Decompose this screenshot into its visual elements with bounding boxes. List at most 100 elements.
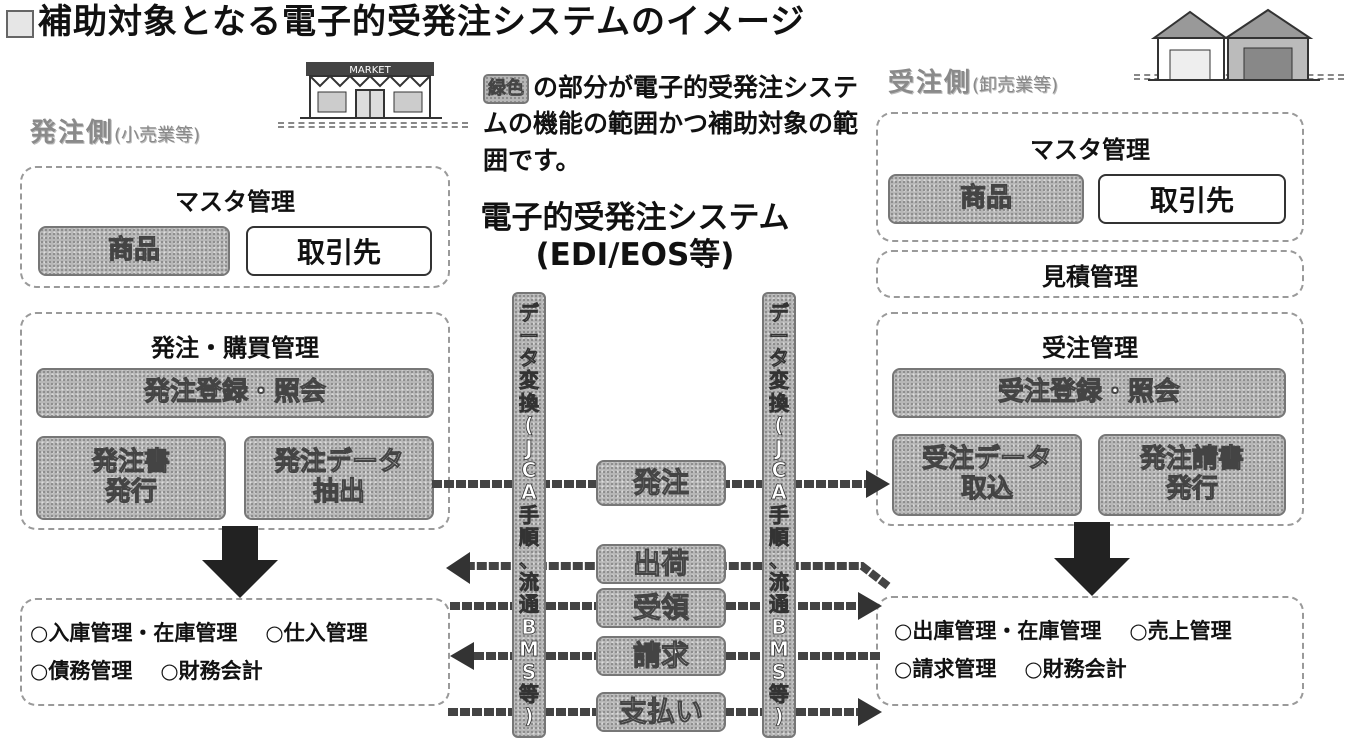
left-side-sub: (小売業等) bbox=[114, 125, 201, 146]
conversion-char: 、 bbox=[769, 547, 790, 572]
conversion-char: ー bbox=[769, 323, 790, 348]
conversion-char: 通 bbox=[519, 592, 540, 617]
right-product-box: 商品 bbox=[888, 174, 1084, 224]
conversion-char: ( bbox=[774, 413, 784, 438]
right-order-panel: 受注管理 受注登録・照会 受注データ 取込 発注請書 発行 bbox=[876, 312, 1304, 526]
list-item: ○売上管理 bbox=[1129, 619, 1232, 643]
title-square-icon bbox=[6, 9, 34, 38]
legend-chip: 緑色 bbox=[483, 73, 529, 105]
left-side-name: 発注側 bbox=[30, 118, 115, 148]
conversion-char: C bbox=[771, 458, 787, 483]
conversion-char: ) bbox=[524, 704, 534, 729]
right-import-box: 受注データ 取込 bbox=[892, 434, 1082, 516]
conversion-char: 流 bbox=[769, 569, 790, 594]
list-item: ○債務管理 bbox=[30, 659, 133, 683]
left-register-box: 発注登録・照会 bbox=[36, 368, 434, 418]
conversion-char: J bbox=[775, 435, 783, 460]
right-down-arrow-icon bbox=[1054, 522, 1130, 596]
left-extract-line2: 抽出 bbox=[312, 477, 365, 508]
conversion-char: B bbox=[521, 614, 537, 639]
conversion-char: 換 bbox=[519, 390, 540, 415]
conversion-char: デ bbox=[519, 301, 540, 326]
title-text: 補助対象となる電子的受発注システムのイメージ bbox=[38, 2, 806, 42]
right-master-title: マスタ管理 bbox=[1030, 136, 1150, 164]
system-title: 電子的受発注システム (EDI/EOS等) bbox=[470, 200, 800, 274]
conversion-char: 流 bbox=[519, 569, 540, 594]
conversion-char: B bbox=[771, 614, 787, 639]
page-title: 補助対象となる電子的受発注システムのイメージ bbox=[0, 0, 805, 43]
left-partner-box: 取引先 bbox=[246, 226, 432, 276]
conversion-char: M bbox=[519, 637, 540, 662]
list-item: ○財務会計 bbox=[1024, 657, 1127, 681]
left-extract-line1: 発注データ bbox=[273, 447, 404, 478]
left-issue-line2: 発行 bbox=[104, 477, 157, 508]
flow-ship-label: 出荷 bbox=[596, 544, 726, 584]
list-item: ○入庫管理・在庫管理 bbox=[30, 621, 238, 645]
store-icon: MARKET bbox=[300, 62, 442, 119]
conversion-char: 手 bbox=[769, 502, 790, 527]
right-downstream-row1: ○出庫管理・在庫管理○売上管理 bbox=[894, 612, 1260, 650]
conversion-char: S bbox=[521, 659, 537, 684]
conversion-char: 順 bbox=[519, 525, 540, 550]
receipt-arrowhead-icon bbox=[858, 592, 882, 620]
right-downstream-panel: ○出庫管理・在庫管理○売上管理 ○請求管理 ○財務会計 bbox=[876, 596, 1304, 706]
flow-invoice-label: 請求 bbox=[596, 636, 726, 676]
conversion-char: C bbox=[521, 458, 537, 483]
conversion-char: 順 bbox=[769, 525, 790, 550]
left-extract-box: 発注データ 抽出 bbox=[244, 436, 434, 520]
conversion-char: タ bbox=[519, 346, 540, 371]
flow-receipt-label: 受領 bbox=[596, 588, 726, 628]
conversion-char: 等 bbox=[519, 681, 540, 706]
warehouse-icon bbox=[1148, 8, 1320, 81]
left-order-title: 発注・購買管理 bbox=[151, 334, 319, 362]
legend-note: 緑色の部分が電子的受発注システムの機能の範囲かつ補助対象の範囲です。 bbox=[483, 70, 863, 179]
left-down-arrow-icon bbox=[202, 526, 278, 598]
conversion-char: 通 bbox=[769, 592, 790, 617]
right-side-sub: (卸売業等) bbox=[972, 75, 1059, 96]
conversion-char: 変 bbox=[519, 368, 540, 393]
flow-payment-label: 支払い bbox=[596, 692, 726, 732]
list-item: ○請求管理 bbox=[894, 657, 997, 681]
list-item: ○財務会計 bbox=[160, 659, 263, 683]
left-master-title: マスタ管理 bbox=[175, 188, 295, 216]
right-side-label: 受注側(卸売業等) bbox=[888, 62, 1058, 99]
conversion-char: 換 bbox=[769, 390, 790, 415]
conversion-char: 、 bbox=[519, 547, 540, 572]
payment-arrowhead-icon bbox=[858, 698, 882, 726]
left-label-tail bbox=[278, 122, 468, 128]
right-side-name: 受注側 bbox=[888, 68, 973, 98]
left-downstream-row2: ○債務管理 ○財務会計 bbox=[30, 652, 396, 690]
ship-arrowhead-icon bbox=[446, 552, 470, 584]
conversion-char: 手 bbox=[519, 502, 540, 527]
legend-text: の部分が電子的受発注システムの機能の範囲かつ補助対象の範囲です。 bbox=[483, 73, 859, 175]
left-issue-box: 発注書 発行 bbox=[36, 436, 226, 520]
list-item: ○仕入管理 bbox=[265, 621, 368, 645]
order-arrowhead-icon bbox=[866, 470, 890, 498]
system-title-line2: (EDI/EOS等) bbox=[535, 237, 735, 274]
right-order-title: 受注管理 bbox=[1042, 334, 1138, 362]
left-downstream-row1: ○入庫管理・在庫管理 ○仕入管理 bbox=[30, 614, 396, 652]
right-master-panel: マスタ管理 商品 取引先 bbox=[876, 112, 1304, 242]
conversion-char: J bbox=[525, 435, 533, 460]
invoice-arrowhead-icon bbox=[450, 642, 474, 670]
left-order-panel: 発注・購買管理 発注登録・照会 発注書 発行 発注データ 抽出 bbox=[20, 312, 450, 530]
conversion-char: A bbox=[521, 480, 537, 505]
left-downstream-list: ○入庫管理・在庫管理 ○仕入管理 ○債務管理 ○財務会計 bbox=[30, 614, 396, 690]
right-downstream-list: ○出庫管理・在庫管理○売上管理 ○請求管理 ○財務会計 bbox=[894, 612, 1260, 688]
left-product-box: 商品 bbox=[38, 226, 230, 276]
conversion-char: タ bbox=[769, 346, 790, 371]
right-partner-box: 取引先 bbox=[1098, 174, 1286, 224]
right-invoice-line2: 発行 bbox=[1165, 474, 1218, 505]
right-estimate-title: 見積管理 bbox=[1042, 262, 1138, 291]
conversion-char: 等 bbox=[769, 681, 790, 706]
conversion-char: ー bbox=[519, 323, 540, 348]
left-downstream-panel: ○入庫管理・在庫管理 ○仕入管理 ○債務管理 ○財務会計 bbox=[20, 598, 450, 706]
conversion-char: 変 bbox=[769, 368, 790, 393]
conversion-char: M bbox=[769, 637, 790, 662]
right-invoice-line1: 発注請書 bbox=[1139, 444, 1244, 475]
left-master-panel: マスタ管理 商品 取引先 bbox=[20, 166, 450, 288]
conversion-char: S bbox=[771, 659, 787, 684]
